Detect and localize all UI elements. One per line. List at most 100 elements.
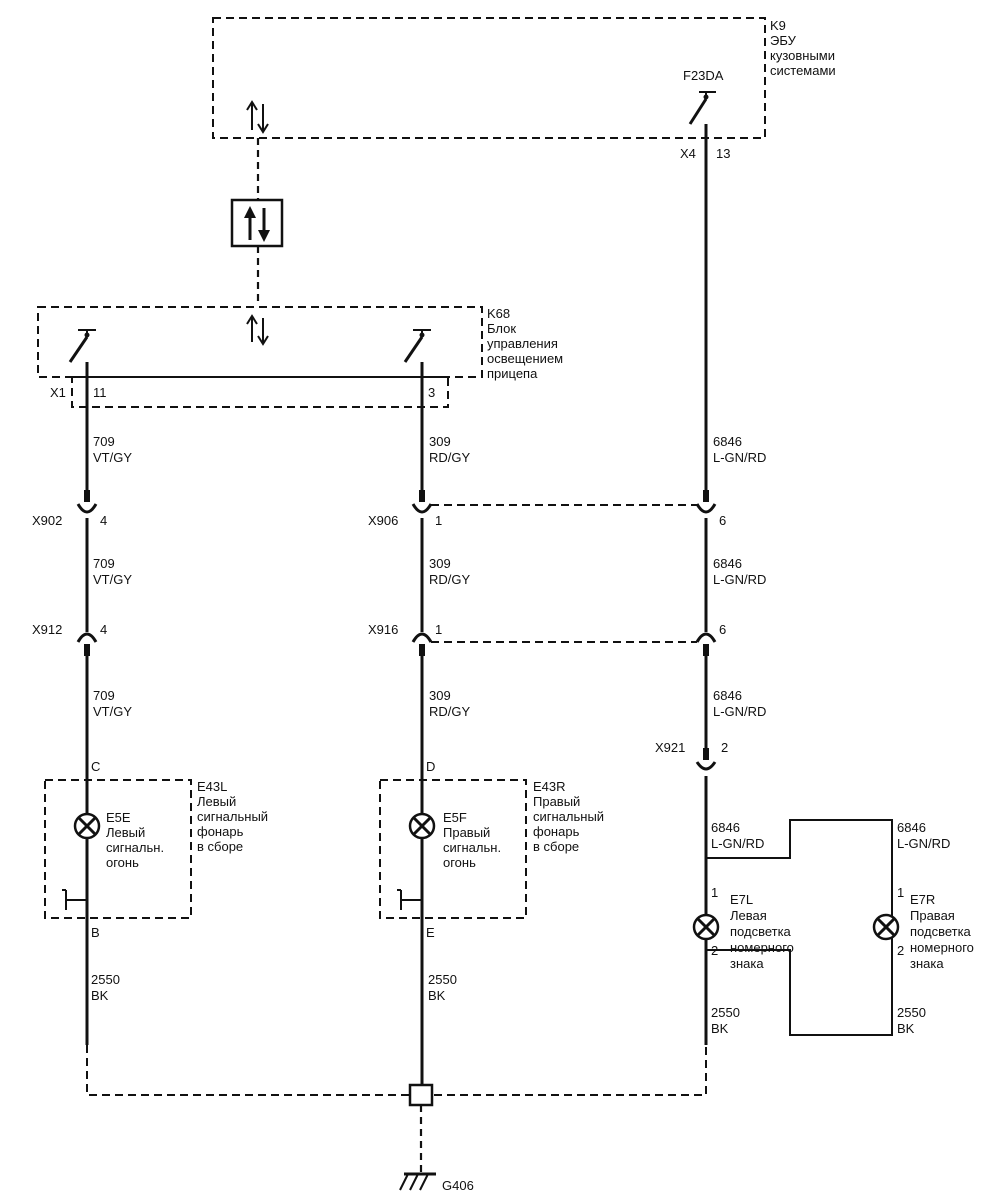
left-ground-color: BK xyxy=(91,988,109,1003)
right-branch-color-right: L-GN/RD xyxy=(897,836,950,851)
e43l-name-line3: фонарь xyxy=(197,824,244,839)
connector-x916-name: X916 xyxy=(368,622,398,637)
right-wire-circuit-1: 6846 xyxy=(713,434,742,449)
e5e-id: E5E xyxy=(106,810,131,825)
ground-splice xyxy=(408,1083,434,1107)
ground-id: G406 xyxy=(442,1178,474,1193)
connector-x921-pin: 2 xyxy=(721,740,728,755)
e43r-name-line1: Правый xyxy=(533,794,580,809)
e43r-name-line4: в сборе xyxy=(533,839,579,854)
left-wire-circuit-1: 709 xyxy=(93,434,115,449)
e43r-id: E43R xyxy=(533,779,566,794)
connector-x906-pin: 1 xyxy=(435,513,442,528)
k9-name-line3: системами xyxy=(770,63,836,78)
right-wire-circuit-2: 6846 xyxy=(713,556,742,571)
e7r-pin2: 2 xyxy=(897,943,904,958)
left-wire-color-1: VT/GY xyxy=(93,450,132,465)
k68-left-switch-icon xyxy=(68,329,96,363)
right-branch-circuit-right: 6846 xyxy=(897,820,926,835)
e43r-assembly: D E E43R Правый сигнальный фонарь в сбор… xyxy=(379,759,604,940)
left-wire-circuit-3: 709 xyxy=(93,688,115,703)
e43l-name-line2: сигнальный xyxy=(197,809,268,824)
connector-x921: X921 2 xyxy=(655,740,728,771)
mid-ground-color: BK xyxy=(428,988,446,1003)
left-wire-circuit-2: 709 xyxy=(93,556,115,571)
connector-x906: X906 1 6 xyxy=(368,490,726,528)
connector-x916-pin: 1 xyxy=(435,622,442,637)
k68-module: K68 Блок управления освещением прицепа X… xyxy=(37,306,563,408)
k68-connector: X1 xyxy=(50,385,66,400)
left-wire-color-2: VT/GY xyxy=(93,572,132,587)
e7l-name-line2: подсветка xyxy=(730,924,792,939)
data-link xyxy=(230,138,284,306)
ground-icon xyxy=(399,1172,436,1191)
k9-id: K9 xyxy=(770,18,786,33)
connector-x916: X916 1 6 xyxy=(368,622,726,656)
connector-x902-pin: 4 xyxy=(100,513,107,528)
mid-wire-color-2: RD/GY xyxy=(429,572,471,587)
e5f-name-line1: Правый xyxy=(443,825,490,840)
e5e-lamp-icon xyxy=(73,812,101,840)
e43r-name-line2: сигнальный xyxy=(533,809,604,824)
e43l-boundary xyxy=(44,779,192,919)
k68-module-boundary xyxy=(37,306,483,378)
k9-module: K9 ЭБУ кузовными системами F23DA X4 13 xyxy=(212,17,836,161)
e7l-pin1: 1 xyxy=(711,885,718,900)
e7r-pin1: 1 xyxy=(897,885,904,900)
e43l-assembly: C B E43L Левый сигнальный фонарь в сборе… xyxy=(44,759,268,940)
license-lamp-circuit: 6846 L-GN/RD 6846 L-GN/RD 2550 BK 2550 B… xyxy=(706,819,950,1036)
k9-output-switch-icon xyxy=(688,91,716,125)
k9-connector: X4 xyxy=(680,146,696,161)
connector-x906-name: X906 xyxy=(368,513,398,528)
e43l-pin-top: C xyxy=(91,759,100,774)
mid-wire-color-3: RD/GY xyxy=(429,704,471,719)
right-wire-color-1: L-GN/RD xyxy=(713,450,766,465)
e5e-name-line3: огонь xyxy=(106,855,139,870)
mid-wire-circuit-3: 309 xyxy=(429,688,451,703)
e43l-id: E43L xyxy=(197,779,227,794)
right-ground-color-left: BK xyxy=(711,1021,729,1036)
connector-x916-pin-right: 6 xyxy=(719,622,726,637)
right-ground-color-right: BK xyxy=(897,1021,915,1036)
connector-x906-pin-right: 6 xyxy=(719,513,726,528)
k9-module-boundary xyxy=(212,17,766,139)
left-wire-color-3: VT/GY xyxy=(93,704,132,719)
right-wire-circuit-3: 6846 xyxy=(713,688,742,703)
connector-x912-pin: 4 xyxy=(100,622,107,637)
e5f-name-line3: огонь xyxy=(443,855,476,870)
e43l-name-line1: Левый xyxy=(197,794,236,809)
e7r-name-line4: знака xyxy=(910,956,944,971)
k68-name-line1: Блок xyxy=(487,321,516,336)
e7l-lamp: 1 2 E7L Левая подсветка номерного знака xyxy=(692,885,794,971)
e7r-name-line1: Правая xyxy=(910,908,955,923)
connector-x912: X912 4 xyxy=(32,622,107,656)
left-ground-circuit: 2550 xyxy=(91,972,120,987)
right-wire-color-3: L-GN/RD xyxy=(713,704,766,719)
data-link-block xyxy=(230,198,284,248)
e7l-lamp-icon xyxy=(692,913,720,941)
e7l-id: E7L xyxy=(730,892,753,907)
e5e-name-line2: сигнальн. xyxy=(106,840,164,855)
mid-ground-circuit: 2550 xyxy=(428,972,457,987)
connector-x902: X902 4 xyxy=(32,490,107,528)
mid-wire-color-1: RD/GY xyxy=(429,450,471,465)
k68-pin-left: 11 xyxy=(93,385,107,400)
e43l-ground-tab-icon xyxy=(62,889,87,910)
k68-connector-boundary xyxy=(71,376,449,408)
e7r-lamp: 1 2 E7R Правая подсветка номерного знака xyxy=(872,885,974,971)
e7l-name-line4: знака xyxy=(730,956,764,971)
k9-pin: 13 xyxy=(716,146,730,161)
e5f-id: E5F xyxy=(443,810,467,825)
e7l-name-line3: номерного xyxy=(730,940,794,955)
k68-right-switch-icon xyxy=(403,329,431,363)
e5f-lamp-icon xyxy=(408,812,436,840)
e5e-name-line1: Левый xyxy=(106,825,145,840)
k9-output-label: F23DA xyxy=(683,68,724,83)
k68-name-line4: прицепа xyxy=(487,366,538,381)
e43l-pin-bottom: B xyxy=(91,925,100,940)
right-branch-color-left: L-GN/RD xyxy=(711,836,764,851)
k68-data-arrows-icon xyxy=(246,314,269,346)
right-branch-circuit-left: 6846 xyxy=(711,820,740,835)
e43r-ground-tab-icon xyxy=(397,889,422,910)
right-ground-circuit-left: 2550 xyxy=(711,1005,740,1020)
